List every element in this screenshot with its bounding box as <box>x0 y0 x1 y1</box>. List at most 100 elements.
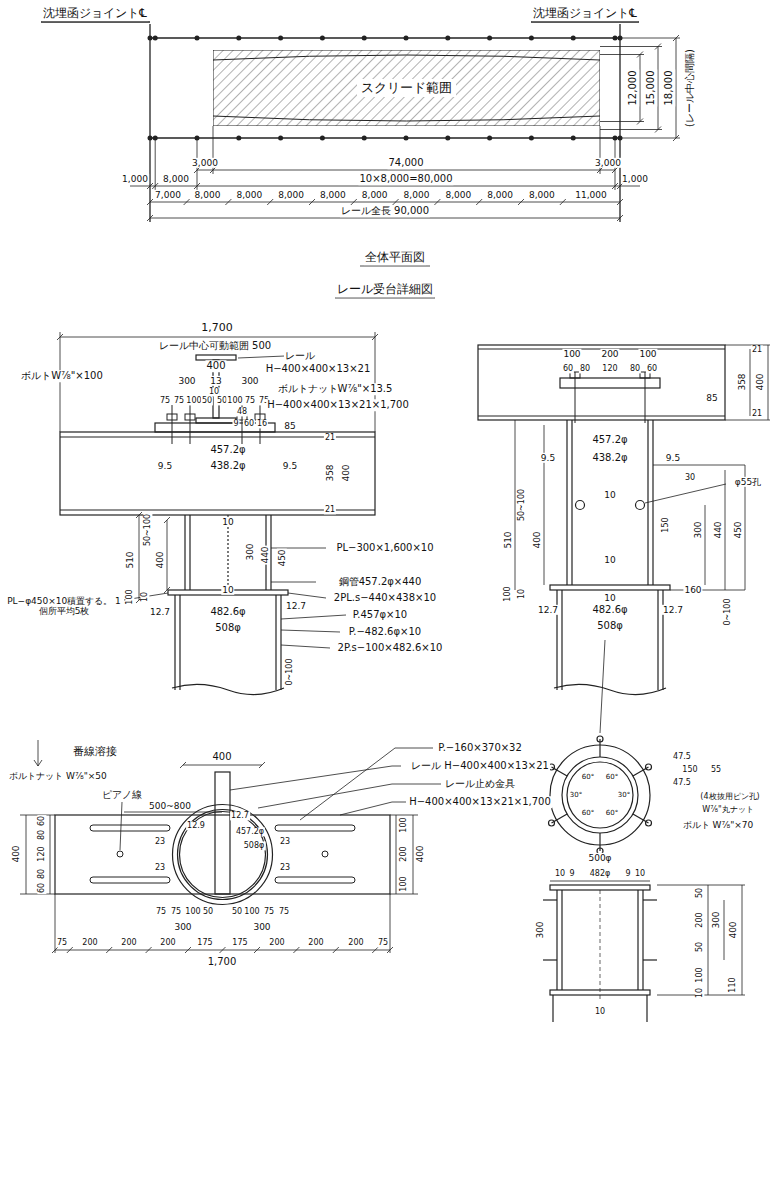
leader-line <box>230 766 401 790</box>
hatch-area <box>213 50 600 126</box>
drawing-label: 9.5 <box>540 453 556 463</box>
drawing-label: 300 <box>240 376 259 386</box>
drawing-label: レール中心可動範囲 500 <box>158 340 272 352</box>
dimension-line <box>515 345 770 590</box>
drawing-label: 全体平面図 <box>364 251 426 265</box>
drawing-label: 12.7 <box>149 607 171 617</box>
dimension-label: 400 <box>11 844 21 863</box>
dimension-label: 400 <box>532 530 542 549</box>
dimension-label: 100 <box>125 588 134 605</box>
drawing-label: 1,700 <box>200 322 234 335</box>
drawing-label: 10 <box>603 555 616 565</box>
steel-pipe <box>571 420 572 585</box>
drawing-label: 鋼管457.2φ×440 <box>338 576 423 588</box>
dimension-line <box>60 337 375 338</box>
drawing-label: 8,000 <box>444 190 472 200</box>
dimension-label: 100 <box>695 966 704 983</box>
drawing-label: 48 <box>236 407 248 416</box>
drawing-label: 500~800 <box>148 801 192 811</box>
drawing-label: 10 <box>221 517 234 527</box>
drawing-label: 10 <box>554 869 566 878</box>
dimension-label: 300 <box>711 910 721 929</box>
rail-support-dot <box>362 136 367 141</box>
dimension-line <box>600 46 662 47</box>
drawing-label: 1,000 <box>121 174 149 184</box>
leader-line <box>645 484 726 503</box>
rail-support-dot <box>529 136 534 141</box>
drawing-label: レール受台詳細図 <box>336 283 434 297</box>
scree-edge <box>213 116 600 121</box>
leader-line <box>120 802 122 850</box>
dimension-line <box>155 138 156 190</box>
rail-support-dot <box>404 36 409 41</box>
drawing-label: H−400×400×13×21 <box>265 363 372 375</box>
drawing-label: 10 <box>221 585 234 595</box>
dimension-label: 60 <box>37 815 46 827</box>
drawing-label: 60° <box>605 809 619 817</box>
drawing-label: P.−482.6φ×10 <box>348 626 422 638</box>
scree-edge <box>213 55 600 60</box>
rail-support-dot <box>320 136 325 141</box>
rail-support-dot <box>571 136 576 141</box>
steel-pipe <box>275 595 276 690</box>
drawing-label: H−400×400×13×21×1,700 <box>266 399 410 411</box>
drawing-label: 100 <box>184 907 201 916</box>
drawing-label: 47.5 <box>672 778 692 787</box>
dimension-label: 10 <box>517 588 526 600</box>
drawing-label: 50 <box>202 907 214 916</box>
drawing-label: 50 <box>201 396 213 405</box>
pipe-elevation <box>643 899 657 900</box>
dimension-line <box>550 881 650 882</box>
pipe-elevation <box>550 885 650 890</box>
dimension-line <box>620 138 680 139</box>
drawing-label: 47.5 <box>672 752 692 761</box>
drawing-label: 21 <box>751 345 763 354</box>
dimension-line <box>670 590 745 591</box>
dimension-line <box>600 121 644 122</box>
dimension-label: 50 <box>695 941 704 953</box>
bolt-slot <box>275 877 355 883</box>
bolt <box>190 405 191 444</box>
drawing-label: 12.7 <box>285 601 307 611</box>
steel-pipe <box>550 420 670 695</box>
drawing-label: 400 <box>205 360 226 372</box>
pipe-elevation <box>600 890 601 1000</box>
h-beam <box>196 355 236 360</box>
drawing-label: (4枚抜用ピン孔) <box>699 792 760 801</box>
drawing-label: 60° <box>581 773 595 781</box>
drawing-label: 120 <box>601 364 618 373</box>
dimension-label: 400 <box>728 920 738 939</box>
dimension-line <box>658 47 659 130</box>
dimension-line <box>640 55 641 122</box>
steel-pipe <box>179 595 180 690</box>
dimension-line <box>396 815 397 894</box>
dimension-label: 300 <box>535 920 545 939</box>
dimension-line <box>550 881 745 995</box>
drawing-label: 100 <box>638 349 657 359</box>
drawing-label: 60 <box>646 364 658 373</box>
dimension-label: 60 <box>37 882 46 894</box>
drawing-label: φ55孔 <box>734 477 762 487</box>
rail-support-dot <box>236 36 241 41</box>
drawing-label: レール止め金具 <box>444 778 516 790</box>
drawing-label: 3,000 <box>594 158 622 168</box>
rail-support-dot <box>404 136 409 141</box>
drawing-label: 508φ <box>243 841 266 850</box>
drawing-label: 80 <box>629 364 641 373</box>
bolt-slot <box>90 825 355 883</box>
dimension-label: 510 <box>503 530 513 549</box>
drawing-label: 番線溶接 <box>72 746 118 759</box>
drawing-label: 200 <box>159 938 176 947</box>
dimension-label: 10 <box>695 987 704 999</box>
drawing-label: ボルトW⅞"×100 <box>20 370 104 382</box>
rail-support-dot <box>529 36 534 41</box>
dimension-line <box>600 54 644 55</box>
drawing-label: 9.5 <box>665 453 681 463</box>
drawing-label: 150 <box>681 765 698 774</box>
drawing-label: P.457φ×10 <box>352 609 408 621</box>
dimension-line <box>725 470 726 590</box>
pipe-ring <box>549 736 652 854</box>
dimension-line <box>515 420 516 590</box>
drawing-label: 75 <box>173 396 185 405</box>
dimension-line <box>724 900 725 960</box>
